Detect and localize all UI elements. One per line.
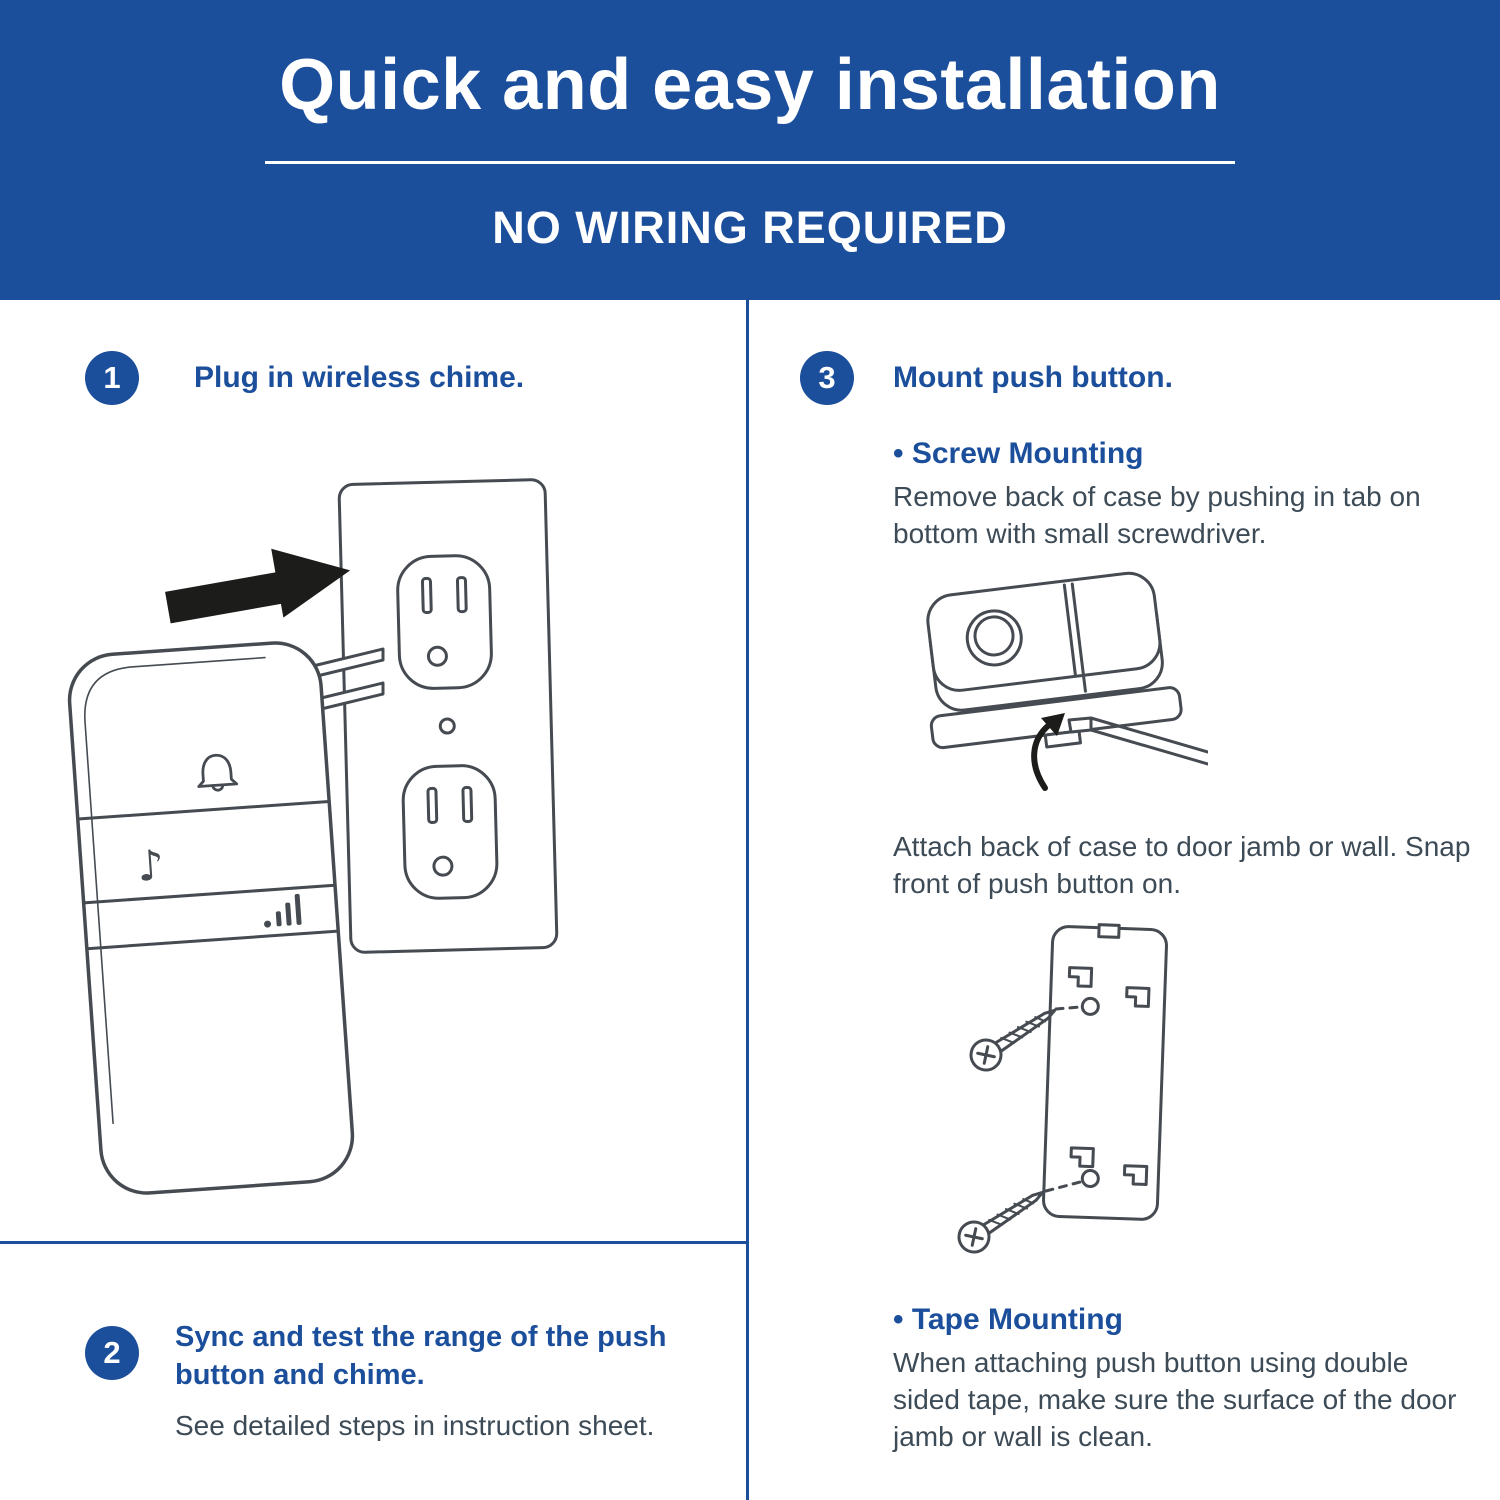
step-1-number-badge: 1	[85, 351, 139, 405]
bell-icon	[197, 753, 239, 792]
screw-mounting-body-2: Attach back of case to door jamb or wall…	[893, 831, 1471, 899]
left-section-divider-line	[0, 1241, 746, 1244]
step-1-row: 1 Plug in wireless chime.	[85, 351, 524, 405]
push-button-front	[926, 571, 1164, 712]
screw-mounting-heading: • Screw Mounting	[893, 437, 1144, 470]
step-2-row: 2 Sync and test the range of the push bu…	[85, 1318, 730, 1442]
page-title: Quick and easy installation	[279, 45, 1221, 125]
step-3-title: Mount push button.	[893, 361, 1173, 394]
direction-arrow-icon	[165, 548, 351, 624]
step-3-number-badge: 3	[800, 351, 854, 405]
screw-mounting-body-1: Remove back of case by pushing in tab on…	[893, 481, 1421, 549]
tape-mounting-body: When attaching push button using double …	[893, 1347, 1457, 1452]
step-2-number-badge: 2	[85, 1326, 139, 1380]
wall-outlet	[337, 478, 559, 954]
screwdriver	[1067, 716, 1208, 766]
mounting-plate-illustration	[957, 923, 1168, 1254]
step-1-title: Plug in wireless chime.	[194, 361, 525, 394]
step-2-title: Sync and test the range of the push butt…	[175, 1321, 667, 1391]
step-2-body: See detailed steps in instruction sheet.	[175, 1410, 655, 1441]
snap-arrow-icon	[1031, 713, 1065, 791]
screw-bottom	[957, 1190, 1045, 1254]
chime-device: ♪	[67, 641, 355, 1195]
tape-mounting-heading: • Tape Mounting	[893, 1303, 1123, 1336]
header-banner: Quick and easy installation NO WIRING RE…	[0, 0, 1500, 300]
push-button-case-illustration	[926, 571, 1208, 791]
screw-guide-dashed-top	[1054, 1005, 1082, 1011]
signal-bars-icon	[264, 893, 302, 928]
plug-prongs	[311, 647, 385, 713]
screw-guide-dashed-bottom	[1044, 1179, 1086, 1193]
column-divider-line	[746, 300, 749, 1500]
step-3-row: 3 Mount push button.	[800, 351, 1173, 405]
page-subtitle: NO WIRING REQUIRED	[492, 202, 1008, 253]
chime-outlet-illustration: ♪	[67, 478, 559, 1195]
screw-top	[969, 1008, 1057, 1072]
title-divider-line	[265, 161, 1235, 164]
music-note-icon: ♪	[136, 840, 166, 891]
mounting-plate	[1042, 923, 1168, 1221]
